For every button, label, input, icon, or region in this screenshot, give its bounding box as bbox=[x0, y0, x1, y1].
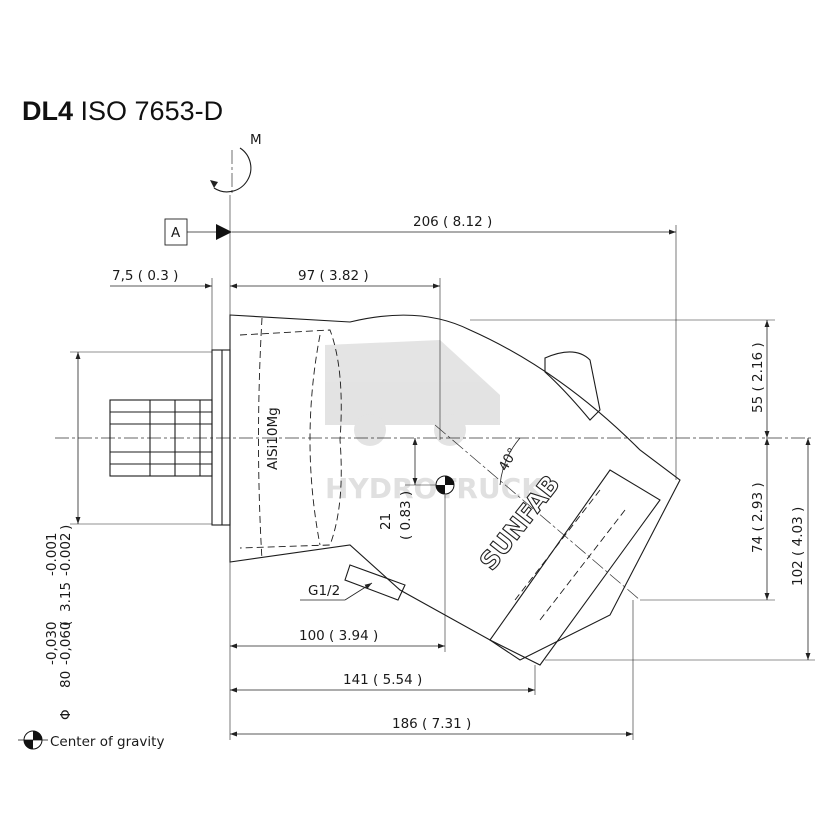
cog-legend-icon bbox=[18, 730, 48, 750]
datum-a: A bbox=[164, 218, 232, 246]
rotation-label: M bbox=[250, 132, 262, 148]
page-title: DL4 ISO 7653-D bbox=[22, 96, 223, 127]
center-of-gravity-icon bbox=[435, 475, 455, 495]
dia-upper: -0,030 bbox=[44, 621, 60, 665]
dim-cog-offset-inch: ( 0.83 ) bbox=[398, 491, 414, 540]
port-thread-leader bbox=[344, 582, 373, 601]
dim-flange-to-axis-label: 97 ( 3.82 ) bbox=[298, 268, 369, 284]
dim-cog-offset-label: 21 bbox=[378, 513, 394, 530]
port-thread-label: G1/2 bbox=[308, 583, 340, 599]
watermark-text: HYDROTRUCK bbox=[325, 472, 544, 505]
dim-total-height-label: 102 ( 4.03 ) bbox=[790, 507, 806, 586]
svg-text:): ) bbox=[58, 525, 74, 530]
model-name: DL4 bbox=[22, 96, 74, 126]
legend: Center of gravity bbox=[18, 730, 164, 750]
dim-flange-thickness-label: 7,5 ( 0.3 ) bbox=[112, 268, 178, 284]
port-block bbox=[489, 469, 661, 666]
rotation-icon: M bbox=[210, 132, 262, 193]
cast-marking: AlSi10Mg bbox=[265, 407, 281, 470]
standard-name: ISO 7653-D bbox=[80, 96, 224, 126]
cylinder-axis bbox=[434, 424, 641, 601]
dim-angle-arc bbox=[499, 437, 521, 486]
inch-nominal: 3.15 bbox=[58, 582, 74, 612]
drain-port bbox=[344, 564, 406, 601]
dia-lower: -0,060 bbox=[58, 621, 74, 665]
dim-cog-length-label: 100 ( 3.94 ) bbox=[299, 628, 378, 644]
watermark: HYDROTRUCK bbox=[325, 340, 544, 505]
dim-end-length-label: 186 ( 7.31 ) bbox=[392, 716, 471, 732]
dia-nominal: 80 bbox=[58, 671, 74, 688]
inch-lower: -0.002 bbox=[58, 532, 74, 576]
dim-port-height-label: 74 ( 2.93 ) bbox=[750, 482, 766, 553]
dim-top-height-label: 55 ( 2.16 ) bbox=[750, 342, 766, 413]
diameter-symbol: Φ bbox=[58, 709, 74, 720]
cog-legend-label: Center of gravity bbox=[50, 734, 164, 750]
inch-upper: -0.001 bbox=[44, 532, 60, 576]
dim-overall-length-label: 206 ( 8.12 ) bbox=[413, 214, 492, 230]
shaft-tolerance: Φ 80 -0,030 -0,060 3.15 -0.001 -0.002 ( … bbox=[44, 525, 74, 720]
dim-angle-label: 40° bbox=[496, 445, 522, 474]
mounting-flange bbox=[211, 349, 231, 526]
svg-text:(: ( bbox=[58, 621, 74, 626]
spline-shaft bbox=[109, 399, 213, 477]
dim-port-length-label: 141 ( 5.54 ) bbox=[343, 672, 422, 688]
datum-label: A bbox=[171, 225, 181, 241]
